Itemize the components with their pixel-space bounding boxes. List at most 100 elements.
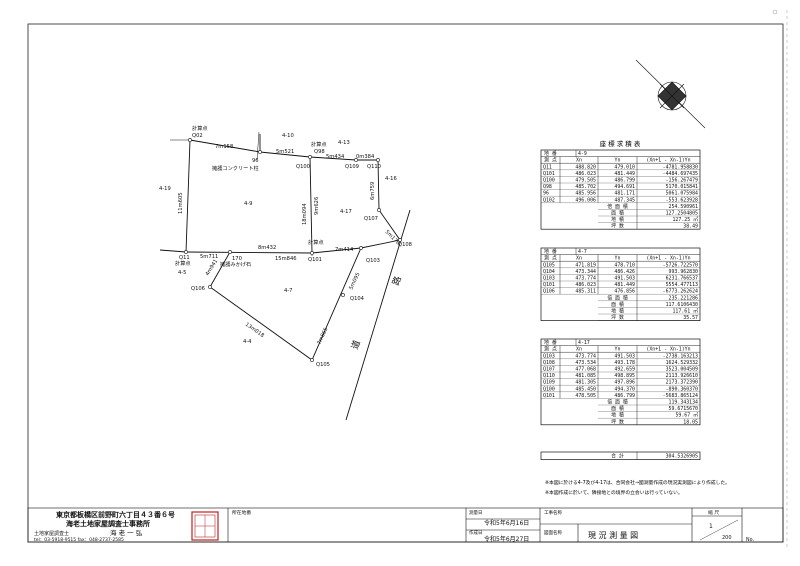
table-cell: Q103 [543,276,555,282]
road-label-1: 道 [349,338,363,351]
point-marker-q103 [359,246,363,250]
parcel-boundaries [159,131,411,421]
table-cell: 3523.004509 [666,367,698,373]
table-summary-label: 坪 数 [611,223,624,230]
surveyor-seal-stamp [191,511,219,541]
drawing-name-label: 図面名称 [544,529,562,536]
table-cell: 5061.075984 [666,191,698,197]
table-cell: 2113.926610 [666,373,698,379]
surveyor-title: 土地家屋調査士 [34,530,69,537]
sheet-number-label: No. [746,537,754,543]
table-cell: 485.450 [575,386,596,392]
point-label-q106: Q106 [191,286,205,292]
table-cell: 479.010 [614,164,635,170]
parcel-label: 4-10 [282,133,294,139]
table-cell: Q101 [543,393,555,399]
table-cell: 494.370 [614,386,635,392]
table-cell: -4484.697435 [663,171,698,177]
point-marker-q104 [341,293,345,297]
table-cell: 493.178 [614,360,635,366]
table-cell: 481.171 [614,191,635,197]
table-summary-label: 地 積 [611,216,624,223]
office-phone: tel：03-5918-9515 fax：048-2737-2585 [34,537,124,543]
table-cell: 486.023 [575,282,596,288]
point-label-q02-sub: 計算点 [192,124,208,132]
table-cell: 478.505 [575,393,596,399]
parcel-label: 4-19 [159,186,171,192]
point-label-q107: Q107 [364,216,378,222]
survey-point-markers [184,138,402,362]
note-concrete-post: 擁護コンクリート柱 [212,164,259,172]
table-summary-value: 38.49 [683,224,698,230]
table-cell: Q11 [543,164,552,170]
point-marker-96 [258,150,262,154]
point-label-q02: Q02 [192,133,203,139]
distance-label: 6m759 [370,182,376,200]
table-cell: -553.623928 [666,197,698,203]
table-summary-label: 面 積 [611,301,624,308]
point-marker-q106 [208,285,212,289]
table-cell: 479.505 [575,178,596,184]
table-cell: 485.956 [575,191,596,197]
table-cell: 1624.529332 [666,360,698,366]
table-parcel-label: 地 番 [544,150,557,157]
table-cell: Q100 [543,386,555,392]
table-column-header: (Xn+1 - Xn-1)Yn [646,158,690,164]
point-label-q101-sub: 計算点 [308,238,324,246]
note-granite-post: 擁護みかげ石 [220,260,251,268]
parcel-label: 4-9 [244,201,252,207]
punch-mark [772,9,778,15]
table-summary-label: 面 積 [611,405,624,412]
survey-date: 令和5年6月16日 [484,519,529,527]
table-cell: 6231.766537 [666,276,698,282]
table-summary-value: 117.6106430 [666,302,698,308]
table-column-header: (Xn+1 - Xn-1)Yn [646,347,690,353]
point-label-q110: Q110 [367,164,381,170]
table-cell: 478.710 [614,262,635,268]
distance-label: 0m384 [356,154,375,160]
table-summary-label: 坪 数 [611,418,624,425]
table-cell: Q102 [543,197,555,203]
point-label-q100: Q100 [296,164,310,170]
table-summary-value: 254.590961 [669,204,698,210]
table-cell: 491.503 [614,353,635,359]
table-cell: Q101 [543,171,555,177]
north-arrow-icon [635,59,706,129]
table-cell: 485.311 [575,289,596,295]
table-cell: 473.774 [575,276,596,282]
table-column-header: (Xn+1 - Xn-1)Yn [646,256,690,262]
point-marker-q107 [377,208,381,212]
table-cell: 481.085 [575,373,596,379]
point-label-96: 96 [252,158,259,164]
table-cell: -890.360370 [666,386,698,392]
table-summary-label: 地 積 [611,412,624,419]
road-label-2: 路 [390,274,404,287]
point-label-q98: Q98 [314,149,325,155]
point-label-q104: Q104 [350,296,365,302]
survey-date-label: 測量日 [469,509,483,516]
point-marker-q101 [310,251,314,255]
distance-label: 5m711 [200,254,218,260]
point-marker-170 [228,250,232,254]
table-summary-value: 127.25 ㎡ [672,216,698,223]
table-cell: Q107 [543,367,555,373]
surveyor-name: 海 老 一 弘 [110,528,143,537]
table-cell: Q110 [543,373,555,379]
footnote-1: ※本図に於ける4-7及び4-17は、合同会社→國測量作成の現況実測図により作成し… [545,479,730,486]
table-cell: 993.962830 [669,269,698,275]
table-cell: -156.267479 [666,178,698,184]
table-cell: 486.799 [614,393,635,399]
table-cell: 486.023 [575,171,596,177]
created-date-label: 作成日 [469,529,483,536]
table-summary-label: 地 積 [611,308,624,315]
table-cell: 488.820 [575,164,596,170]
table-cell: Q98 [543,184,552,190]
table-cell: 487.345 [614,197,635,203]
scale-numerator: 1 [709,523,713,530]
table-total-label: 合 計 [611,453,624,460]
distance-label: 5m521 [276,149,294,155]
distance-label: 9m626 [314,197,320,215]
parcel-label: 4-16 [385,176,397,182]
point-marker-q109 [354,158,358,162]
